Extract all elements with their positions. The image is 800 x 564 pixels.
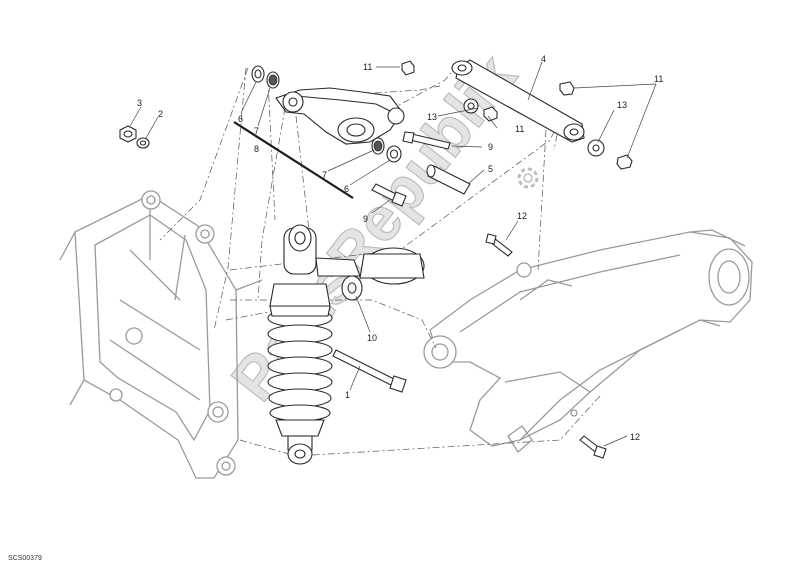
spacer-5: [426, 164, 471, 195]
callout-13-right: 13: [617, 100, 627, 110]
washer-2: [136, 137, 150, 149]
callout-9-lower: 9: [363, 214, 368, 224]
callout-3: 3: [137, 98, 142, 108]
callout-2: 2: [158, 109, 163, 119]
bushing-7-mid: [371, 137, 385, 155]
bolt-9-lower: [371, 183, 407, 207]
callout-12-upper: 12: [517, 211, 527, 221]
main-frame: [59, 190, 263, 479]
rocker-arm: [275, 87, 405, 145]
callout-11-mid: 11: [515, 124, 524, 134]
callout-9-upper: 9: [488, 142, 493, 152]
bearing-6-mid: [386, 145, 402, 163]
gear-icon: [517, 167, 539, 189]
callout-4: 4: [541, 54, 546, 64]
bolt-9-upper: [402, 131, 451, 150]
callout-7-mid: 7: [322, 170, 327, 180]
callout-6-top: 6: [238, 114, 243, 124]
callout-6-mid: 6: [344, 184, 349, 194]
callout-5: 5: [488, 164, 493, 174]
callout-12-lower: 12: [630, 432, 640, 442]
tie-rod-4: [451, 59, 585, 143]
bearing-6-top: [251, 65, 265, 83]
bolt-1: [332, 349, 407, 393]
screw-12-lower: [579, 435, 607, 459]
swingarm: [423, 229, 753, 453]
nut-3: [119, 125, 137, 143]
screw-12-upper: [485, 233, 513, 257]
bushing-7-top: [266, 71, 280, 89]
callout-labels: 3 2 6 7 8 11 4 11 13 13 11 9 5 7 6 9 12 …: [137, 54, 663, 442]
screw-11-top: [401, 60, 415, 76]
spacer-13-right: [587, 139, 605, 157]
callout-10: 10: [367, 333, 377, 343]
callout-13-left: 13: [427, 112, 437, 122]
callout-1: 1: [345, 390, 350, 400]
callout-11-right: 11: [654, 74, 663, 84]
callout-8: 8: [254, 144, 259, 154]
spacer-13-left: [463, 98, 479, 114]
drawing-code: SCS00379: [8, 555, 42, 562]
nut-11-right: [616, 154, 633, 170]
callout-7-top: 7: [254, 126, 259, 136]
reference-bar-8: [233, 121, 354, 199]
nut-11-mid: [483, 106, 498, 122]
callout-11-top: 11: [363, 62, 372, 72]
rear-shock-absorber-10: [267, 224, 425, 465]
leader-lines: [129, 61, 657, 447]
screw-11-right: [559, 81, 575, 96]
